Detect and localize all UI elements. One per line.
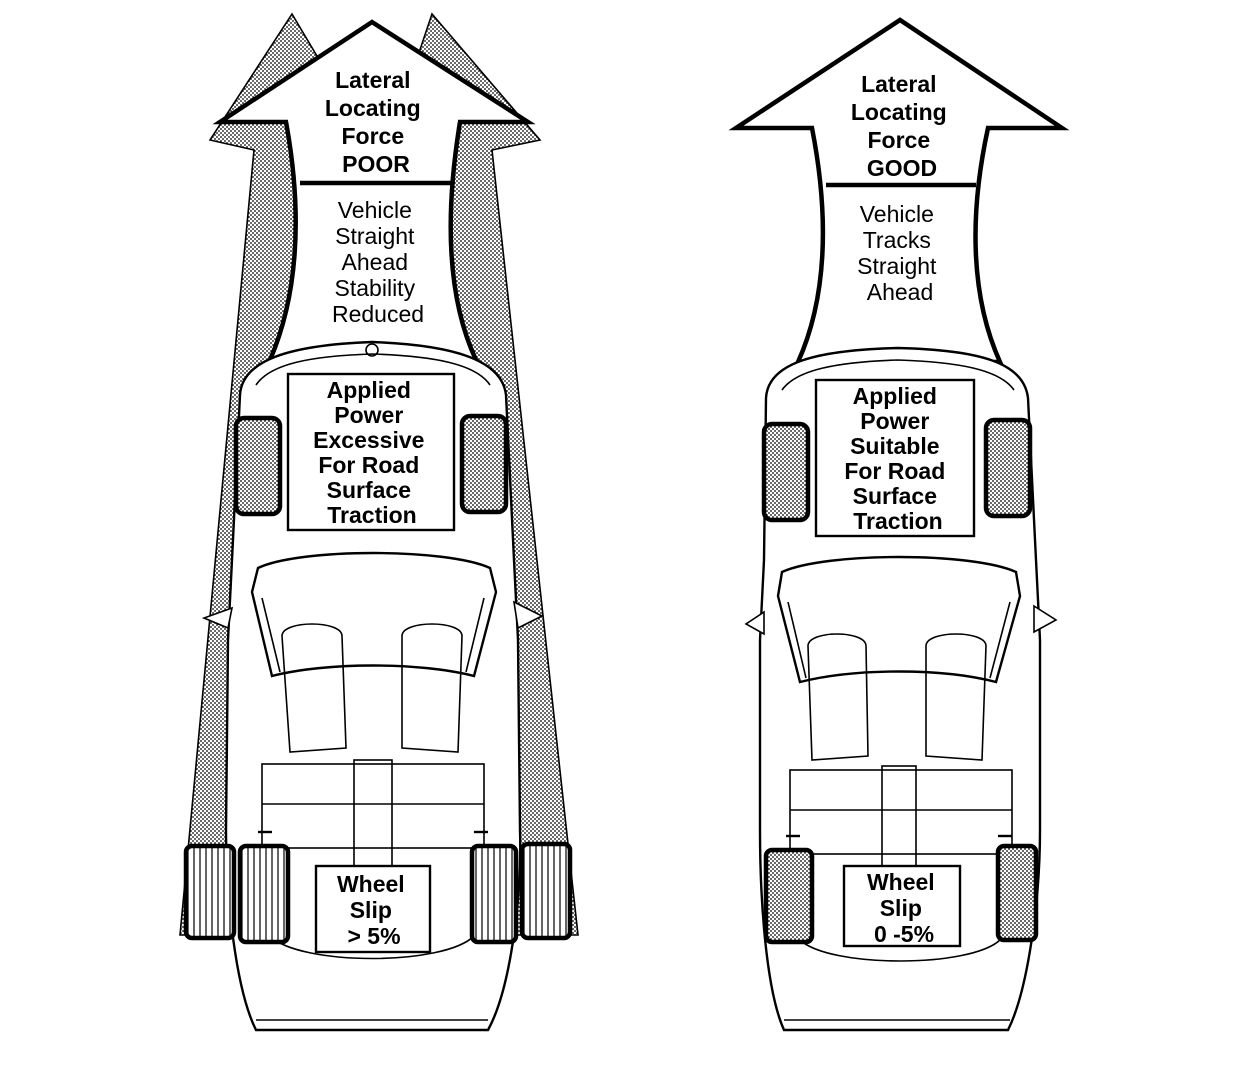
right-panel: Lateral Locating Force GOOD Vehicle Trac…: [728, 17, 1070, 1032]
left-power-label: Applied Power Excessive For Road Surface…: [313, 377, 431, 528]
right-power-label: Applied Power Suitable For Road Surface …: [844, 383, 951, 534]
left-slip-label: Wheel Slip > 5%: [337, 871, 411, 949]
right-slip-box: [842, 864, 962, 948]
left-stability-label: Vehicle Straight Ahead Stability Reduced: [332, 197, 424, 327]
left-rear-wheel-right: [469, 843, 519, 945]
right-rear-wheel-right: [995, 843, 1039, 943]
right-stability-label: Vehicle Tracks Straight Ahead: [857, 201, 943, 305]
right-slip-label: Wheel Slip 0 -5%: [867, 869, 941, 947]
left-slip-box: [314, 864, 432, 954]
left-force-arrow: [212, 19, 536, 363]
left-rear-wheel-left: [237, 843, 291, 945]
right-front-wheel-left: [761, 421, 811, 523]
right-rear-wheel-left: [763, 847, 815, 945]
right-arrow-label: Lateral Locating Force GOOD: [851, 71, 953, 181]
left-panel: Lateral Locating Force POOR Vehicle Stra…: [179, 12, 579, 1032]
left-rear-wheel-ghost-right: [519, 841, 573, 941]
left-front-wheel-right: [459, 413, 509, 515]
right-front-wheel-right: [983, 417, 1033, 519]
left-rear-wheel-ghost-left: [183, 843, 237, 941]
left-power-box: [286, 372, 456, 532]
left-front-wheel-left: [233, 415, 283, 517]
right-power-box: [814, 378, 976, 538]
right-force-arrow: [728, 17, 1070, 365]
left-arrow-label: Lateral Locating Force POOR: [325, 67, 427, 177]
